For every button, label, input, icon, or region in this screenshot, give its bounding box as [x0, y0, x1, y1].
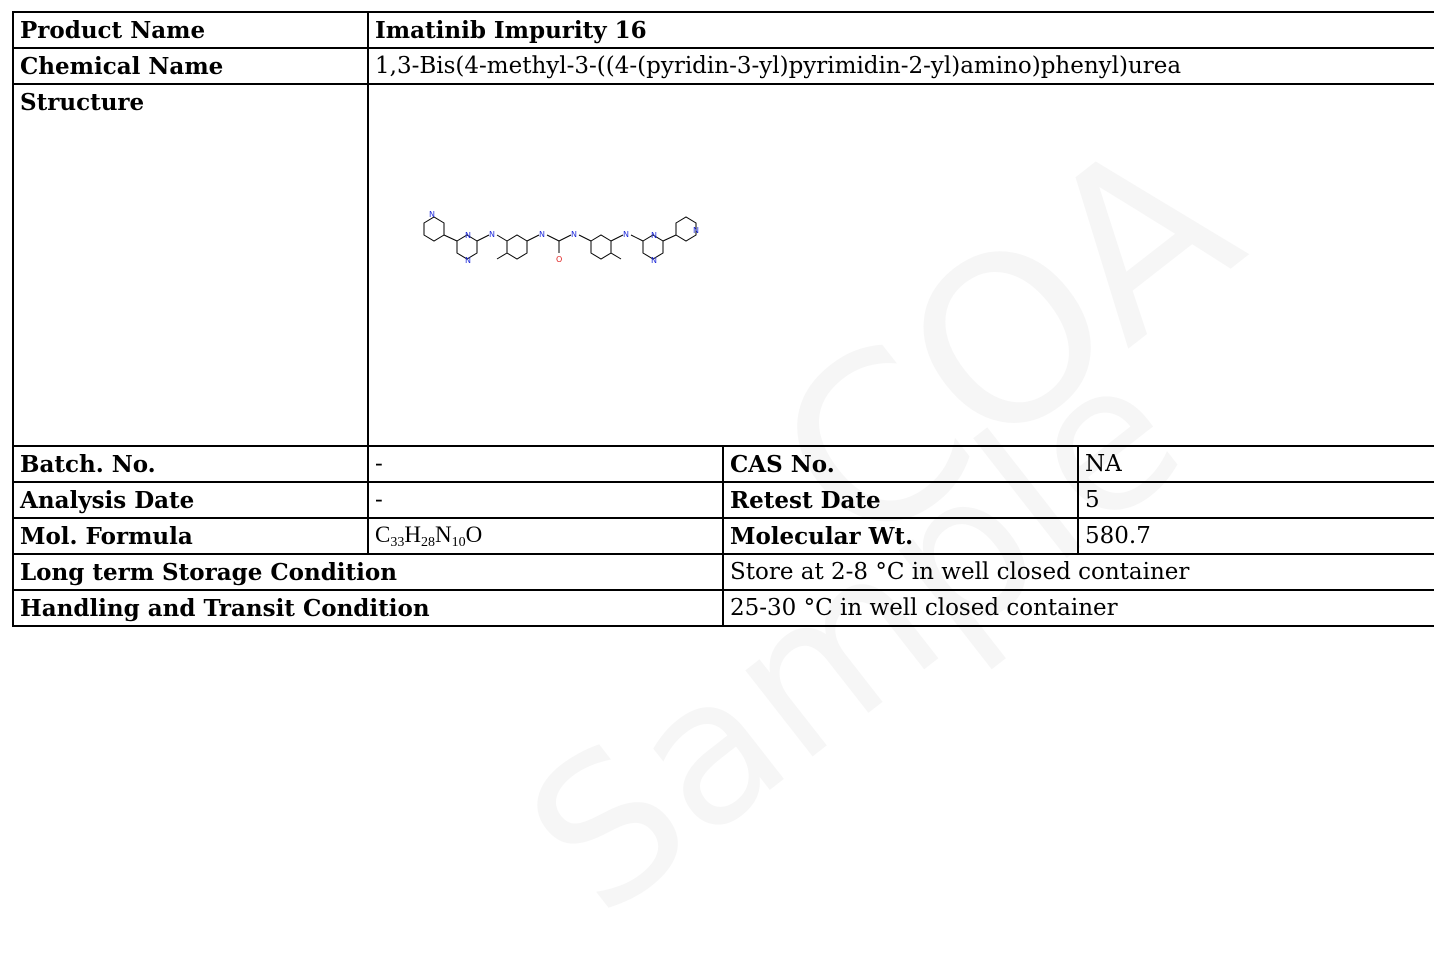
- atom-n-label: N: [465, 256, 471, 265]
- product-name-label: Product Name: [12, 11, 369, 49]
- molecular-wt-label: Molecular Wt.: [722, 517, 1079, 555]
- atom-o-label: O: [556, 255, 562, 264]
- retest-date-label: Retest Date: [722, 481, 1079, 519]
- cas-no-value: NA: [1076, 445, 1434, 483]
- analysis-date-label: Analysis Date: [12, 481, 369, 519]
- chemical-structure-image: N N N N N N O N N N N: [423, 210, 699, 265]
- row-structure: Structure: [12, 83, 1434, 447]
- chemical-name-value: 1,3-Bis(4-methyl-3-((4-(pyridin-3-yl)pyr…: [366, 47, 1434, 85]
- retest-date-value: 5: [1076, 481, 1434, 519]
- structure-label: Structure: [12, 83, 369, 447]
- coa-table: Product Name Imatinib Impurity 16 Chemic…: [12, 11, 1434, 627]
- row-batch-cas: Batch. No. - CAS No. NA: [12, 445, 1434, 483]
- structure-cell: N N N N N N O N N N N: [366, 83, 1434, 447]
- row-chemical-name: Chemical Name 1,3-Bis(4-methyl-3-((4-(py…: [12, 47, 1434, 85]
- atom-n-label: N: [651, 256, 657, 265]
- analysis-date-value: -: [367, 481, 724, 519]
- row-product-name: Product Name Imatinib Impurity 16: [12, 11, 1434, 49]
- atom-n-label: N: [693, 226, 699, 235]
- atom-n-label: N: [571, 230, 577, 239]
- atom-n-label: N: [539, 230, 545, 239]
- chemical-name-label: Chemical Name: [12, 47, 369, 85]
- product-name-value: Imatinib Impurity 16: [366, 11, 1434, 49]
- handling-value: 25-30 °C in well closed container: [721, 589, 1434, 627]
- row-storage: Long term Storage Condition Store at 2-8…: [12, 553, 1434, 591]
- storage-label: Long term Storage Condition: [12, 553, 724, 591]
- storage-value: Store at 2-8 °C in well closed container: [721, 553, 1434, 591]
- molecular-wt-value: 580.7: [1076, 517, 1434, 555]
- atom-n-label: N: [623, 230, 629, 239]
- atom-n-label: N: [489, 230, 495, 239]
- batch-no-value: -: [367, 445, 724, 483]
- row-handling: Handling and Transit Condition 25-30 °C …: [12, 589, 1434, 627]
- batch-no-label: Batch. No.: [12, 445, 369, 483]
- mol-formula-label: Mol. Formula: [12, 517, 369, 555]
- row-formula-weight: Mol. Formula C33H28N10O Molecular Wt. 58…: [12, 517, 1434, 555]
- handling-label: Handling and Transit Condition: [12, 589, 724, 627]
- row-dates: Analysis Date - Retest Date 5: [12, 481, 1434, 519]
- atom-n-label: N: [429, 210, 435, 219]
- atom-n-label: N: [465, 231, 471, 240]
- mol-formula-value: C33H28N10O: [367, 517, 724, 555]
- cas-no-label: CAS No.: [722, 445, 1079, 483]
- atom-n-label: N: [651, 231, 657, 240]
